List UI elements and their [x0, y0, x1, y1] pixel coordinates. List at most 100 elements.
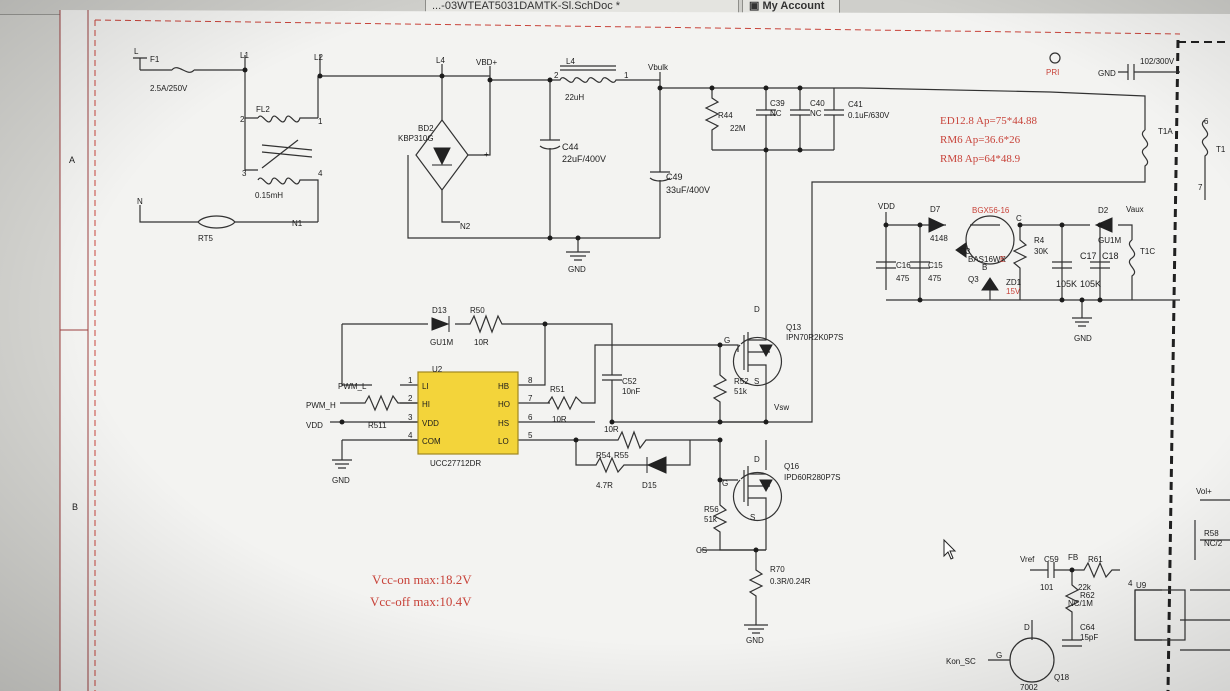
r56-ref: R56	[704, 505, 719, 514]
r50-ref: R50	[470, 306, 485, 315]
gnd-main: GND	[568, 265, 586, 274]
bd2-plus: +	[484, 150, 489, 159]
u2-pin2-num: 2	[408, 394, 413, 403]
d7-value: 4148	[930, 234, 948, 243]
aux-vdd: VDD	[878, 202, 895, 211]
c18-ref: C18	[1102, 251, 1119, 261]
q13-s: S	[754, 377, 759, 386]
c49-ref: C49	[666, 172, 683, 182]
u2-pin-hi: HI	[422, 400, 430, 409]
sheet-paper	[60, 10, 1230, 691]
d13-ref: D13	[432, 306, 447, 315]
net-vbd: VBD+	[476, 58, 497, 67]
u2-pin-lo: LO	[498, 437, 509, 446]
core-note-rm6: RM6 Ap=36.6*26	[940, 134, 1021, 146]
u2-ref: U2	[432, 365, 443, 374]
pin-b: B	[982, 263, 987, 272]
net-pwm-l: PWM_L	[338, 382, 367, 391]
connector-l-label: L	[134, 47, 139, 56]
zd1-value: 15V	[1006, 287, 1021, 296]
net-vdd-in: VDD	[306, 421, 323, 430]
fl2-ref: FL2	[256, 105, 270, 114]
q18-g: G	[996, 651, 1002, 660]
aux-vaux: Vaux	[1126, 205, 1144, 214]
c40-value: NC	[810, 109, 822, 118]
net-vbulk: Vbulk	[648, 63, 669, 72]
fl2-pin1: 1	[318, 117, 323, 126]
u2-pin-hs: HS	[498, 419, 509, 428]
net-n1: N1	[292, 219, 303, 228]
q13-g: G	[724, 336, 730, 345]
fl2-pin4: 4	[318, 169, 323, 178]
neutral-label: N	[137, 197, 143, 206]
r61-ref: R61	[1088, 555, 1103, 564]
zone-a-label: A	[69, 155, 75, 165]
zd1-ref: ZD1	[1006, 278, 1022, 287]
gnd-driver: GND	[332, 476, 350, 485]
c40-ref: C40	[810, 99, 825, 108]
c15-ref: C15	[928, 261, 943, 270]
c52-ref: C52	[622, 377, 637, 386]
t1a-label: T1A	[1158, 127, 1173, 136]
t1b-pin7: 7	[1198, 183, 1203, 192]
c59-value: 101	[1040, 583, 1054, 592]
q18-value: 7002	[1020, 683, 1038, 691]
net-vsw: Vsw	[774, 403, 789, 412]
c41-ref: C41	[848, 100, 863, 109]
c44-ref: C44	[562, 142, 579, 152]
r50-value: 10R	[474, 338, 489, 347]
c17-value: 105K	[1056, 279, 1077, 289]
l4-ref: L4	[566, 57, 575, 66]
net-l4: L4	[436, 56, 445, 65]
r4-ref: R4	[1034, 236, 1045, 245]
t1b-label: T1	[1216, 145, 1226, 154]
net-fb: FB	[1068, 553, 1078, 562]
r58-value: NC/2	[1204, 539, 1223, 548]
d2-value: GU1M	[1098, 236, 1121, 245]
u2-pin8-num: 8	[528, 376, 533, 385]
u2-pin1-num: 1	[408, 376, 413, 385]
r56-value: 51k	[704, 515, 718, 524]
r58-ref: R58	[1204, 529, 1219, 538]
c16-value: 475	[896, 274, 910, 283]
r511-label: R511	[368, 421, 387, 430]
r52-value: 51k	[734, 387, 748, 396]
u2-pin-ho: HO	[498, 400, 510, 409]
u2-pin-vdd: VDD	[422, 419, 439, 428]
r4-value: 30K	[1034, 247, 1049, 256]
c64-value: 15pF	[1080, 633, 1098, 642]
c39-value: NC	[770, 109, 782, 118]
net-pwm-h: PWM_H	[306, 401, 336, 410]
d13-value: GU1M	[430, 338, 453, 347]
net-kon-sc: Kon_SC	[946, 657, 976, 666]
pin-e: E	[1000, 255, 1005, 264]
net-l2: L2	[314, 53, 323, 62]
u2-pin3-num: 3	[408, 413, 413, 422]
q13-d: D	[754, 305, 760, 314]
r70-ref-label: R70	[770, 565, 785, 574]
r54-value: 4.7R	[596, 481, 613, 490]
r51-value: 10R	[552, 415, 567, 424]
pin-c: C	[1016, 214, 1022, 223]
r51-ref: R51	[550, 385, 565, 394]
l4-value: 22uH	[565, 93, 584, 102]
r55-ref: R55	[614, 451, 629, 460]
u2-pin-hb: HB	[498, 382, 509, 391]
d2-ref: D2	[1098, 206, 1109, 215]
gnd-cap-value: 102/300V	[1140, 57, 1175, 66]
bd2-value: KBP310G	[398, 134, 434, 143]
core-note-ed12: ED12.8 Ap=75*44.88	[940, 115, 1037, 127]
c16-ref: C16	[896, 261, 911, 270]
q16-d: D	[754, 455, 760, 464]
q13-value: IPN70R2K0P7S	[786, 333, 843, 342]
vcc-off-note: Vcc-off max:10.4V	[370, 594, 472, 609]
u2-pin5-num: 5	[528, 431, 533, 440]
rt5-ref: RT5	[198, 234, 214, 243]
aux-gnd: GND	[1074, 334, 1092, 343]
bd2-ref: BD2	[418, 124, 434, 133]
c15-value: 475	[928, 274, 942, 283]
c18-value: 105K	[1080, 279, 1101, 289]
c39-ref: C39	[770, 99, 785, 108]
